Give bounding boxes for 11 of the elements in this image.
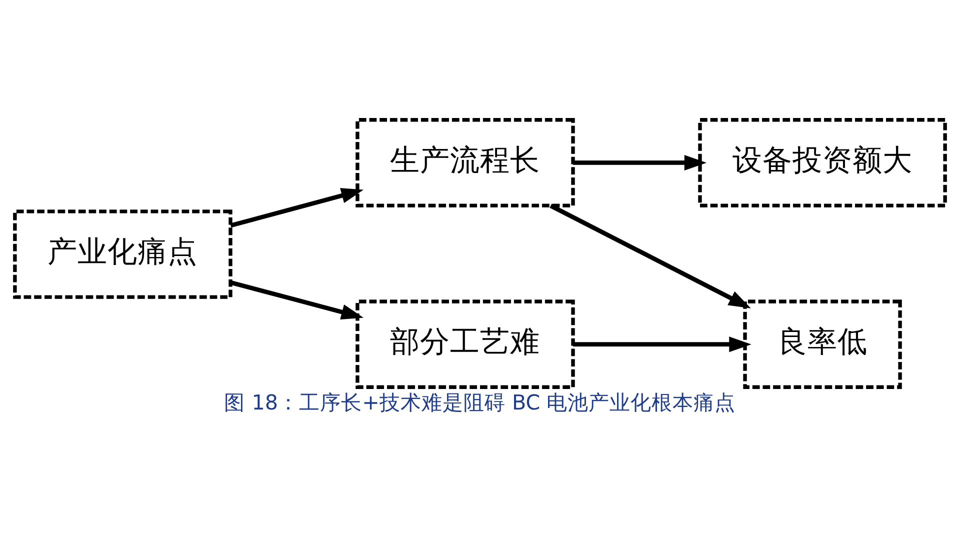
arrow <box>550 203 751 308</box>
node-box: 产业化痛点 <box>13 209 232 298</box>
arrow <box>230 188 364 228</box>
node-box: 设备投资额大 <box>698 118 947 207</box>
caption: 图 18：工序长+技术难是阻碍 BC 电池产业化根本痛点 <box>224 390 736 414</box>
node-box: 生产流程长 <box>356 118 575 207</box>
node-box: 良率低 <box>743 299 902 388</box>
arrow <box>573 154 707 170</box>
node-box: 部分工艺难 <box>356 299 575 388</box>
arrow <box>573 336 752 352</box>
arrow <box>230 280 364 320</box>
